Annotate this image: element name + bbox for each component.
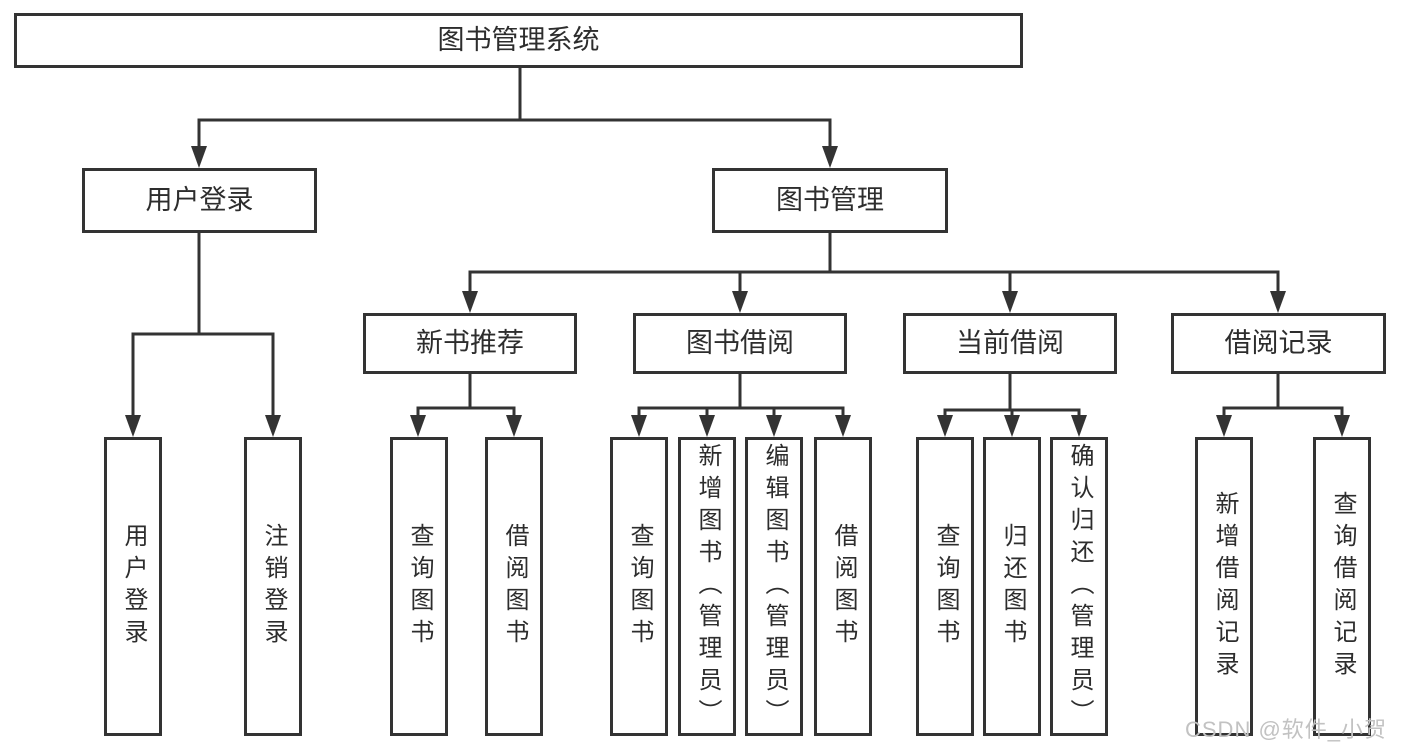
leaf-query-borrow-record: 查询借阅记录 [1313,437,1371,736]
leaf-return-book: 归还图书 [983,437,1041,736]
leaf-edit-book-admin: 编辑图书（管理员） [745,437,803,736]
node-user-login: 用户登录 [82,168,317,233]
leaf-user-login: 用户登录 [104,437,162,736]
leaf-borrow-books: 借阅图书 [814,437,872,736]
node-current-borrow: 当前借阅 [903,313,1117,374]
arrow-icon [1071,415,1087,437]
node-book-management: 图书管理 [712,168,948,233]
leaf-add-book-admin: 新增图书（管理员） [678,437,736,736]
leaf-borrow-books-recommend: 借阅图书 [485,437,543,736]
arrow-icon [506,415,522,437]
root-node-library-system: 图书管理系统 [14,13,1023,68]
node-borrow-records: 借阅记录 [1171,313,1386,374]
leaf-confirm-return-admin: 确认归还（管理员） [1050,437,1108,736]
leaf-query-books-borrow: 查询图书 [610,437,668,736]
leaf-logout: 注销登录 [244,437,302,736]
arrow-icon [732,291,748,313]
leaf-query-books-current: 查询图书 [916,437,974,736]
leaf-add-borrow-record: 新增借阅记录 [1195,437,1253,736]
arrow-icon [822,146,838,168]
arrow-icon [1216,415,1232,437]
arrow-icon [125,415,141,437]
arrow-icon [265,415,281,437]
arrow-icon [1002,291,1018,313]
arrow-icon [631,415,647,437]
arrow-icon [1270,291,1286,313]
arrow-icon [1004,415,1020,437]
node-new-book-recommend: 新书推荐 [363,313,577,374]
watermark: CSDN @软件_小贺同学 [1185,717,1388,742]
arrow-icon [1334,415,1350,437]
arrow-icon [410,415,426,437]
arrow-icon [937,415,953,437]
arrow-icon [835,415,851,437]
node-book-borrow: 图书借阅 [633,313,847,374]
arrow-icon [766,415,782,437]
leaf-query-books-recommend: 查询图书 [390,437,448,736]
arrow-icon [699,415,715,437]
arrow-icon [462,291,478,313]
arrow-icon [191,146,207,168]
